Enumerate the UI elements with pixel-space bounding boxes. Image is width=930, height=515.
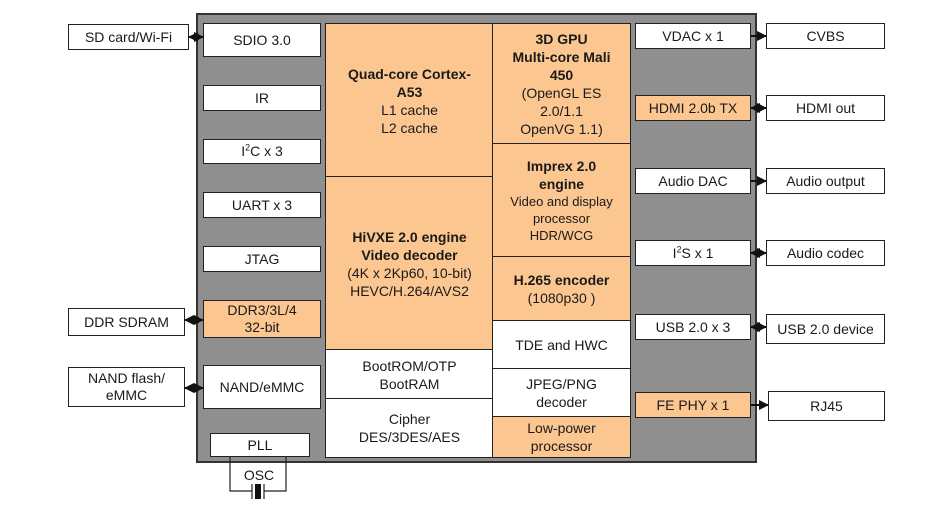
i2s-label-post: S x 1 xyxy=(681,244,714,261)
cipher-line-1: Cipher xyxy=(388,411,431,427)
imprex-line-2: processor xyxy=(532,211,591,226)
i2c-block: I2C x 3 xyxy=(203,139,321,164)
audio-codec-label: Audio codec xyxy=(786,244,865,261)
jpeg-line-1: JPEG/PNG xyxy=(526,376,597,392)
i2c-label: I2C x 3 xyxy=(241,143,283,160)
cpu-title-2: A53 xyxy=(396,83,423,100)
fe-phy-label: FE PHY x 1 xyxy=(656,396,730,413)
gpu-line-2: 2.0/1.1 xyxy=(540,103,583,119)
i2s-label: I2S x 1 xyxy=(672,243,714,262)
ddr-label-2: 32-bit xyxy=(244,319,280,335)
hivxe-title-2: Video decoder xyxy=(361,246,458,263)
nand-flash-label-2: eMMC xyxy=(105,387,148,403)
imprex-line-3: HDR/WCG xyxy=(529,228,594,243)
pll-label: PLL xyxy=(247,436,273,453)
gpu-title-3: 450 xyxy=(549,67,574,83)
hivxe-block: HiVXE 2.0 engine Video decoder (4K x 2Kp… xyxy=(325,176,494,351)
nand-emmc-block: NAND/eMMC xyxy=(203,365,321,409)
sd-card-wifi-box: SD card/Wi-Fi xyxy=(68,24,189,50)
h265-line-1: (1080p30 ) xyxy=(527,290,596,306)
audio-output-label: Audio output xyxy=(786,172,865,189)
i2s-label-pre: I xyxy=(672,244,677,261)
hivxe-line-2: HEVC/H.264/AVS2 xyxy=(350,282,469,299)
lowpower-line-1: Low-power xyxy=(527,420,596,436)
ir-label: IR xyxy=(255,89,269,106)
cipher-block: Cipher DES/3DES/AES xyxy=(325,398,494,458)
rj45-box: RJ45 xyxy=(768,391,885,421)
bootrom-block: BootROM/OTP BootRAM xyxy=(325,349,494,400)
gpu-line-3: OpenVG 1.1) xyxy=(520,121,603,137)
sd-card-label: SD card/Wi-Fi xyxy=(84,28,173,45)
nand-emmc-label: NAND/eMMC xyxy=(219,378,305,395)
cpu-title-1: Quad-core Cortex- xyxy=(348,65,471,82)
usb-device-label: USB 2.0 device xyxy=(777,320,874,337)
audio-codec-box: Audio codec xyxy=(766,240,885,266)
imprex-title-2: engine xyxy=(538,176,585,192)
cvbs-label: CVBS xyxy=(806,27,845,44)
cipher-line-2: DES/3DES/AES xyxy=(358,429,461,445)
audio-dac-label: Audio DAC xyxy=(658,172,728,189)
imprex-title-1: Imprex 2.0 xyxy=(526,158,597,174)
ir-block: IR xyxy=(203,85,321,111)
usb-label: USB 2.0 x 3 xyxy=(655,318,731,335)
i2s-block: I2S x 1 xyxy=(635,240,751,266)
tde-label: TDE and HWC xyxy=(515,337,608,353)
rj45-label: RJ45 xyxy=(810,397,843,414)
cpu-l2-cache: L2 cache xyxy=(381,119,438,136)
tde-hwc-block: TDE and HWC xyxy=(492,320,631,370)
i2c-label-sup: 2 xyxy=(245,142,251,153)
gpu-block: 3D GPU Multi-core Mali 450 (OpenGL ES 2.… xyxy=(492,23,631,145)
hdmi-tx-label: HDMI 2.0b TX xyxy=(648,99,738,116)
lowpower-line-2: processor xyxy=(530,438,593,454)
low-power-block: Low-power processor xyxy=(492,416,631,458)
jtag-block: JTAG xyxy=(203,246,321,272)
vdac-block: VDAC x 1 xyxy=(635,23,751,49)
cpu-l1-cache: L1 cache xyxy=(381,101,438,118)
i2c-label-pre: I xyxy=(241,143,246,159)
uart-label: UART x 3 xyxy=(231,196,293,213)
hivxe-line-1: (4K x 2Kp60, 10-bit) xyxy=(347,264,472,281)
ddr-label-1: DDR3/3L/4 xyxy=(227,302,297,318)
fe-phy-block: FE PHY x 1 xyxy=(635,392,751,418)
hivxe-title-1: HiVXE 2.0 engine xyxy=(352,228,467,245)
sdio-block: SDIO 3.0 xyxy=(203,23,321,57)
i2c-label-post: C x 3 xyxy=(250,143,283,159)
hdmi-out-box: HDMI out xyxy=(766,95,885,121)
jpeg-png-block: JPEG/PNG decoder xyxy=(492,368,631,418)
gpu-line-1: (OpenGL ES xyxy=(521,85,602,101)
audio-dac-block: Audio DAC xyxy=(635,168,751,194)
ddr-sdram-label: DDR SDRAM xyxy=(84,313,169,330)
vdac-label: VDAC x 1 xyxy=(662,27,724,44)
ddr-controller-block: DDR3/3L/4 32-bit xyxy=(203,300,321,338)
h265-title: H.265 encoder xyxy=(513,272,610,288)
osc-label: OSC xyxy=(236,467,282,483)
cvbs-box: CVBS xyxy=(766,23,885,49)
pll-block: PLL xyxy=(210,433,310,457)
gpu-title-2: Multi-core Mali xyxy=(512,49,611,65)
sdio-label: SDIO 3.0 xyxy=(233,31,291,48)
jpeg-line-2: decoder xyxy=(536,394,587,410)
cpu-block: Quad-core Cortex- A53 L1 cache L2 cache xyxy=(325,23,494,178)
jtag-label: JTAG xyxy=(244,250,280,267)
oscillator-circuit xyxy=(229,457,287,499)
imprex-block: Imprex 2.0 engine Video and display proc… xyxy=(492,143,631,258)
nand-flash-box: NAND flash/ eMMC xyxy=(68,367,185,407)
bootrom-line-1: BootROM/OTP xyxy=(362,357,457,374)
nand-flash-label-1: NAND flash/ xyxy=(87,370,166,386)
imprex-line-1: Video and display xyxy=(510,194,613,209)
bootrom-line-2: BootRAM xyxy=(379,375,440,392)
uart-block: UART x 3 xyxy=(203,192,321,218)
hdmi-out-label: HDMI out xyxy=(795,99,856,116)
gpu-title-1: 3D GPU xyxy=(535,31,588,47)
crystal-icon xyxy=(255,484,261,499)
i2s-label-sup: 2 xyxy=(676,243,682,254)
hdmi-tx-block: HDMI 2.0b TX xyxy=(635,95,751,121)
